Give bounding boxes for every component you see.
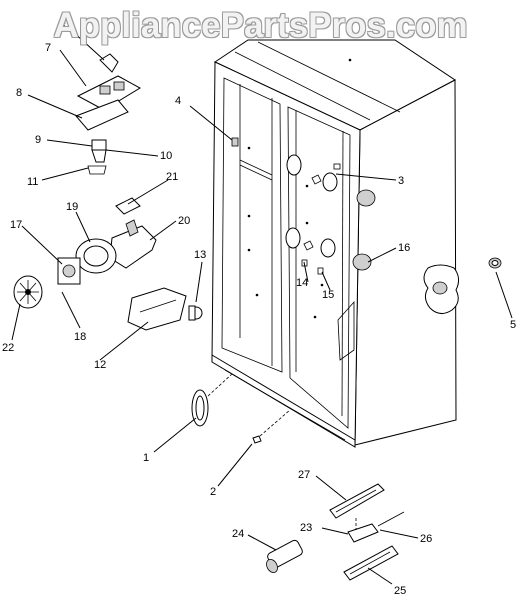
callout-4: 4 <box>175 95 181 107</box>
callout-5: 5 <box>510 319 516 331</box>
callout-10: 10 <box>160 150 172 162</box>
callout-11: 11 <box>27 176 38 188</box>
callout-19: 19 <box>66 201 78 213</box>
callout-22: 22 <box>2 342 14 354</box>
callout-1: 1 <box>143 452 149 464</box>
callout-7: 7 <box>45 42 51 54</box>
callout-15: 15 <box>322 289 334 301</box>
cabinet-grommets <box>285 154 376 275</box>
callout-27: 27 <box>298 469 310 481</box>
fan-shroud-assembly <box>13 53 203 331</box>
bottom-parts <box>191 373 291 444</box>
callout-12: 12 <box>94 359 106 371</box>
callout-25: 25 <box>394 585 406 597</box>
callout-26: 26 <box>420 533 432 545</box>
callout-17: 17 <box>10 219 22 231</box>
callout-16: 16 <box>398 242 410 254</box>
callout-24: 24 <box>232 528 244 540</box>
leader-lines <box>11 29 513 585</box>
callout-20: 20 <box>178 215 190 227</box>
callout-3: 3 <box>398 175 404 187</box>
callout-21: 21 <box>166 171 178 183</box>
cabinet <box>211 39 457 448</box>
lower-parts <box>266 483 405 581</box>
callout-8: 8 <box>16 87 22 99</box>
watermark-text: AppliancePartsPros.com <box>53 6 468 45</box>
callout-2: 2 <box>210 486 216 498</box>
callout-14: 14 <box>296 277 308 289</box>
rear-grommet-and-panel <box>423 257 502 314</box>
callout-labels: 1 2 3 4 5 6 7 8 9 10 11 12 13 14 15 16 1… <box>2 21 516 597</box>
callout-6: 6 <box>60 21 66 33</box>
callout-13: 13 <box>194 249 206 261</box>
callout-9: 9 <box>35 134 41 146</box>
callout-23: 23 <box>300 522 312 534</box>
callout-18: 18 <box>74 331 86 343</box>
